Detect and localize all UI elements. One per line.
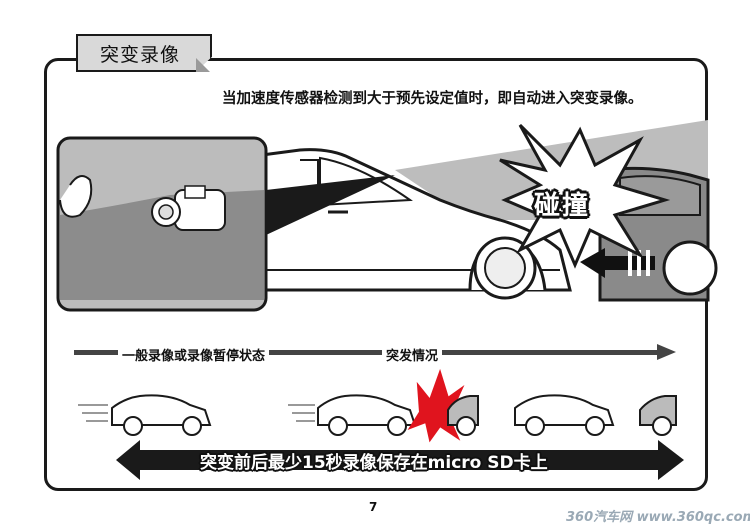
bottom-banner-text: 突变前后最少15秒录像保存在micro SD卡上 — [200, 453, 548, 473]
tab-fold — [196, 58, 210, 72]
car-sequence — [78, 368, 677, 443]
camera-inset — [56, 136, 268, 312]
timeline-normal-label: 一般录像或录像暂停状态 — [118, 345, 270, 364]
crash-burst — [499, 123, 671, 269]
duration-arrow — [116, 440, 684, 480]
impact-arrow — [580, 248, 655, 278]
page-number: 7 — [369, 500, 378, 514]
section-title: 突变录像 — [100, 44, 181, 66]
watermark: 360汽车网 www.360qc.com — [566, 510, 750, 525]
section-tab — [76, 34, 212, 72]
description-text: 当加速度传感器检测到大于预先设定值时，即自动进入突变录像。 — [222, 91, 643, 107]
timeline-crash-label: 突发情况 — [382, 345, 443, 364]
timeline-arrow — [74, 344, 676, 360]
burst-label: 碰撞 — [534, 191, 591, 221]
